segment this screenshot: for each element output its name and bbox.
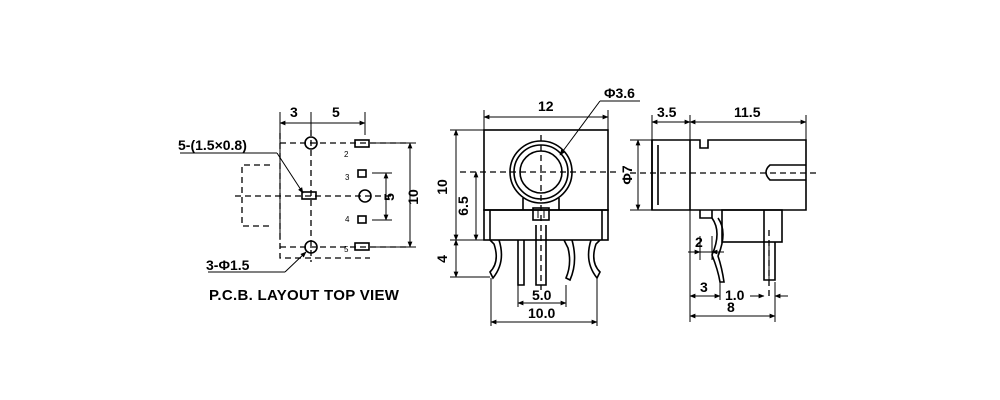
side-dim-11-5: 11.5 <box>734 104 761 120</box>
front-dim-6-5: 6.5 <box>455 196 471 216</box>
front-dim-10-height: 10 <box>434 179 450 195</box>
pin-left <box>489 239 503 280</box>
side-dim-3: 3 <box>700 279 708 295</box>
jack-body-side <box>651 139 807 211</box>
front-dim-4: 4 <box>434 255 450 263</box>
front-view: 12 Φ3.6 10 6.5 4 <box>434 85 640 326</box>
pcb-dim-3: 3 <box>290 104 298 120</box>
pin-center <box>535 225 547 286</box>
side-dim-2: 2 <box>695 234 703 250</box>
mount-hole-bottom <box>304 240 318 254</box>
pin-slot-5 <box>354 242 370 251</box>
pcb-layout-view: 3 5 2 3 4 5 5 10 5-(1.5×0.8) <box>178 104 421 304</box>
mount-hole-center <box>358 189 372 203</box>
side-dim-3-5: 3.5 <box>657 104 677 120</box>
pin-number-5: 5 <box>344 245 349 254</box>
pin-center-left <box>517 240 525 286</box>
front-dim-12: 12 <box>538 98 554 114</box>
pin-number-3: 3 <box>345 173 350 182</box>
mount-hole-top <box>304 136 318 150</box>
side-view: 3.5 11.5 Φ7 2 <box>619 104 820 322</box>
pin-slot-2 <box>354 139 370 148</box>
side-dim-diameter: Φ7 <box>619 165 635 184</box>
side-dim-8: 8 <box>727 299 735 315</box>
pcb-view-title: P.C.B. LAYOUT TOP VIEW <box>209 287 400 304</box>
pin-number-4: 4 <box>345 215 350 224</box>
front-dim-pin-spacing: 5.0 <box>532 287 552 303</box>
front-dim-hole-diameter: Φ3.6 <box>604 85 635 101</box>
pin-center-right <box>563 239 576 282</box>
front-dim-10-width: 10.0 <box>528 305 555 321</box>
side-dim-1-0: 1.0 <box>725 287 745 303</box>
slot-size-label: 5-(1.5×0.8) <box>178 137 247 153</box>
pcb-dim-5-vertical: 5 <box>381 193 397 201</box>
pcb-dim-10-vertical: 10 <box>405 189 421 205</box>
pcb-dim-5: 5 <box>332 104 340 120</box>
side-pin-bent <box>711 217 725 283</box>
pin-right <box>587 239 601 280</box>
pin-slot-4 <box>357 215 367 224</box>
hole-size-label: 3-Φ1.5 <box>206 257 250 273</box>
jack-base-side <box>721 209 783 243</box>
pin-number-2: 2 <box>344 150 349 159</box>
pin-slot-1 <box>301 191 317 200</box>
pin-slot-3 <box>357 169 367 178</box>
